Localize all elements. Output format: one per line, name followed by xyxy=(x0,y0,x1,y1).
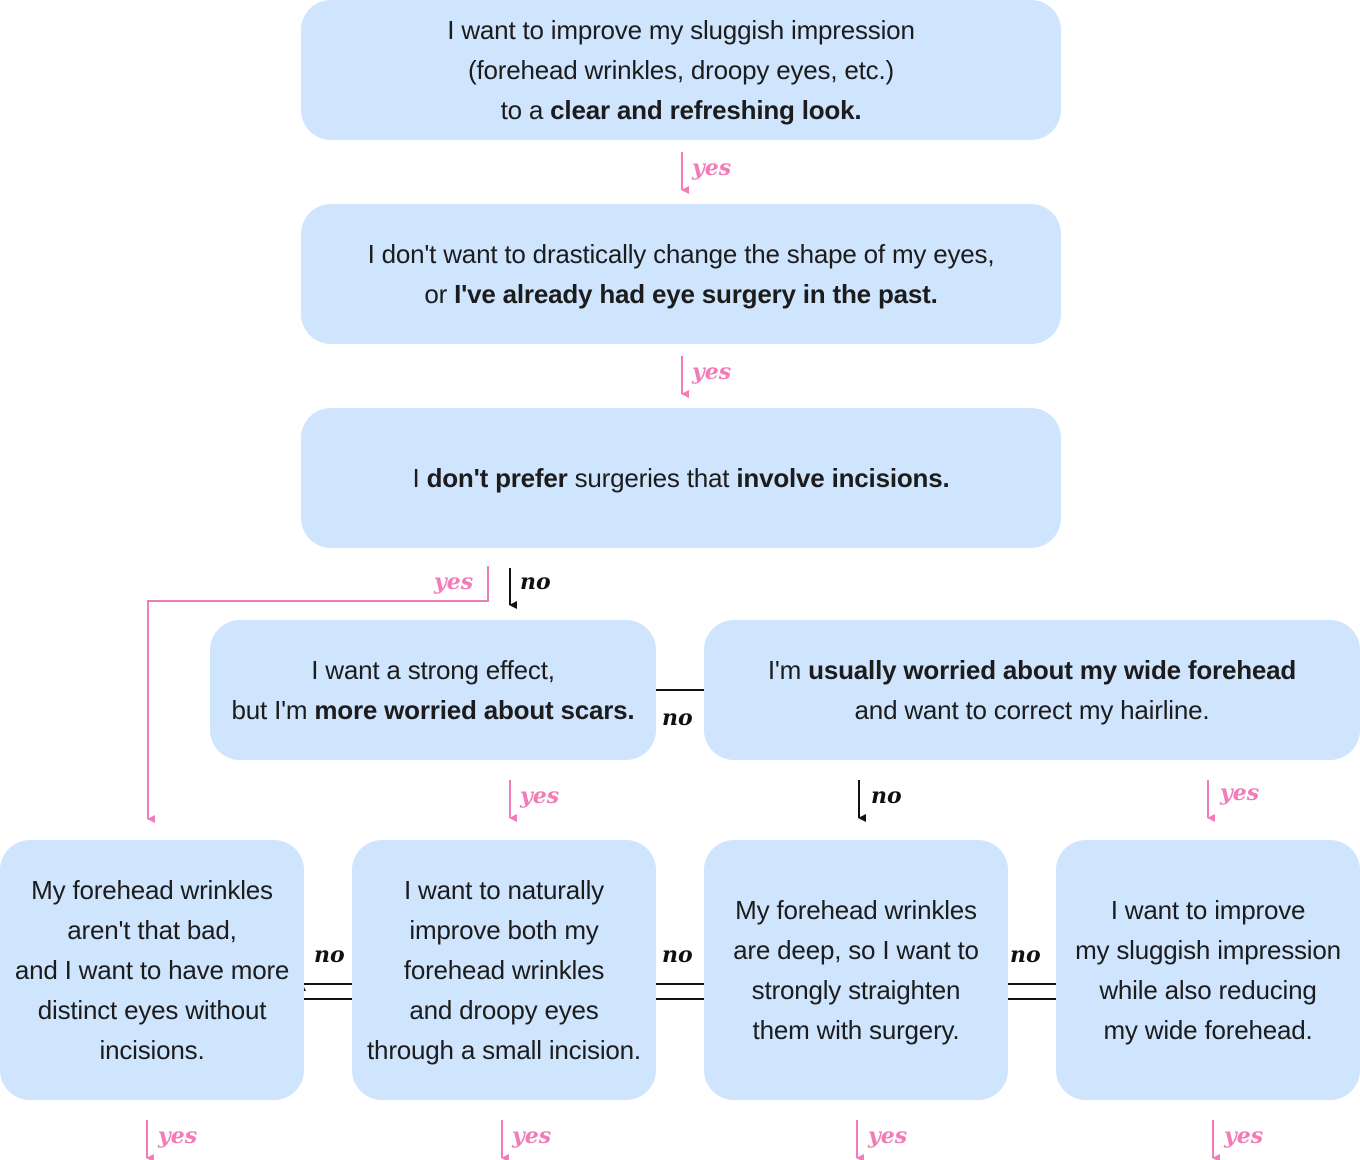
q2-line-1: I don't want to drastically change the s… xyxy=(367,239,995,269)
r1-line-1: My forehead wrinkles xyxy=(31,875,273,905)
r1-line-5: incisions. xyxy=(99,1035,205,1065)
q1-line-1: I want to improve my sluggish impression xyxy=(447,15,915,45)
r2-line-3: forehead wrinkles xyxy=(403,955,605,985)
r4-line-1: I want to improve xyxy=(1110,895,1306,925)
question-box-2: I don't want to drastically change the s… xyxy=(301,204,1061,344)
q1-line-3: to a clear and refreshing look. xyxy=(500,95,862,125)
q5-line-1: I'm usually worried about my wide forehe… xyxy=(767,655,1297,685)
r2-line-5: through a small incision. xyxy=(367,1035,641,1065)
q2-line-2: or I've already had eye surgery in the p… xyxy=(424,279,938,309)
label-yes-q2: yes xyxy=(692,359,732,385)
result-box-1: My forehead wrinkles aren't that bad, an… xyxy=(0,840,304,1100)
r3-line-3: strongly straighten xyxy=(751,975,961,1005)
label-no-q3: no xyxy=(520,569,551,595)
question-box-5: I'm usually worried about my wide forehe… xyxy=(704,620,1360,760)
label-no-r4: no xyxy=(1010,942,1041,968)
r2-line-4: and droopy eyes xyxy=(409,995,599,1025)
label-no-r3: no xyxy=(662,942,693,968)
label-yes-r3: yes xyxy=(868,1123,908,1149)
r3-line-1: My forehead wrinkles xyxy=(735,895,977,925)
result-box-2: I want to naturally improve both my fore… xyxy=(352,840,656,1100)
r4-line-4: my wide forehead. xyxy=(1103,1015,1313,1045)
label-yes-q1: yes xyxy=(692,155,732,181)
r4-line-3: while also reducing xyxy=(1099,975,1317,1005)
label-yes-q4: yes xyxy=(520,783,560,809)
r3-line-2: are deep, so I want to xyxy=(733,935,979,965)
result-box-4: I want to improve my sluggish impression… xyxy=(1056,840,1360,1100)
label-yes-q3: yes xyxy=(434,569,474,595)
label-yes-r2: yes xyxy=(512,1123,552,1149)
q5-line-2: and want to correct my hairline. xyxy=(854,695,1210,725)
label-yes-q5: yes xyxy=(1220,780,1260,806)
r4-line-2: my sluggish impression xyxy=(1075,935,1341,965)
result-box-3: My forehead wrinkles are deep, so I want… xyxy=(704,840,1008,1100)
r2-line-1: I want to naturally xyxy=(404,875,604,905)
arrow-q3-r1-yes xyxy=(147,566,489,823)
label-no-r2: no xyxy=(314,942,345,968)
q3-line-1: I don't prefer surgeries that involve in… xyxy=(412,463,950,493)
q4-line-1: I want a strong effect, xyxy=(311,655,555,685)
label-no-q5: no xyxy=(871,783,902,809)
question-box-3: I don't prefer surgeries that involve in… xyxy=(301,408,1061,548)
label-no-q4: no xyxy=(662,705,693,731)
r2-line-2: improve both my xyxy=(409,915,599,945)
r3-line-4: them with surgery. xyxy=(752,1015,960,1045)
label-yes-r4: yes xyxy=(1224,1123,1264,1149)
label-yes-r1: yes xyxy=(158,1123,198,1149)
q1-emphasis: clear and refreshing look. xyxy=(550,95,862,125)
r1-line-4: distinct eyes without xyxy=(37,995,267,1025)
question-box-1: I want to improve my sluggish impression… xyxy=(301,0,1061,140)
question-box-4: I want a strong effect, but I'm more wor… xyxy=(210,620,656,760)
q4-line-2: but I'm more worried about scars. xyxy=(231,695,635,725)
q2-emphasis: I've already had eye surgery in the past… xyxy=(454,279,938,309)
q1-line-2: (forehead wrinkles, droopy eyes, etc.) xyxy=(468,55,894,85)
r1-line-3: and I want to have more xyxy=(14,955,290,985)
r1-line-2: aren't that bad, xyxy=(67,915,237,945)
